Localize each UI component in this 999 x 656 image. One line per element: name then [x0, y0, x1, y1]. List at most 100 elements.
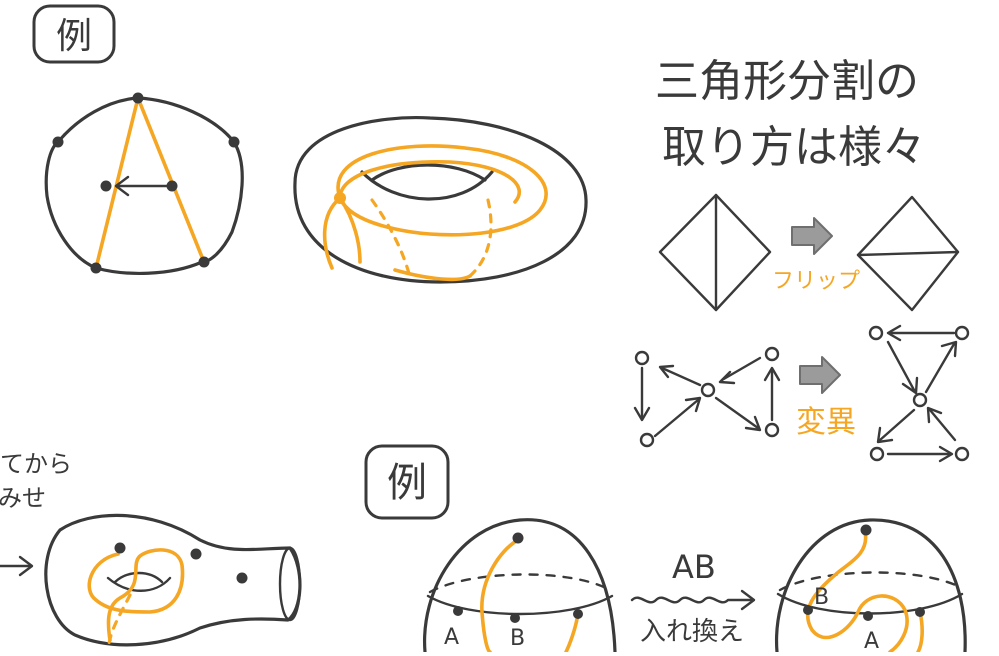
torus-arc-down-mid	[338, 196, 362, 264]
q1-arrowhead-top-left	[658, 364, 675, 379]
arc-right	[136, 96, 206, 264]
q1-node-top-left	[634, 350, 650, 366]
swap-label: 入れ換え	[640, 617, 744, 647]
ab-arrowhead	[740, 589, 756, 611]
pair-arrow-head	[114, 175, 130, 197]
disk-diagram	[44, 92, 244, 275]
sphere-left-curve-b	[564, 612, 580, 654]
q1-arrow-to-top-left	[660, 366, 702, 387]
q2-arrowhead-center-b	[926, 406, 943, 424]
q1-node-center	[700, 382, 716, 398]
q2-arrow-left-to-center	[886, 340, 916, 392]
sphere-left-pole	[512, 532, 524, 544]
left-arrow-head	[18, 555, 34, 577]
q2-arrow-center-to-bottom-left	[878, 408, 916, 442]
q1-arrow-to-bottom-right	[714, 396, 760, 430]
sphere-left-label-a: A	[444, 625, 459, 650]
q2-node-bottom-left	[869, 446, 885, 462]
sphere-left-curve-a	[480, 538, 520, 654]
puncture-left	[100, 180, 112, 192]
torus-hole-top	[370, 163, 487, 182]
ab-wavy-arrow	[630, 596, 754, 604]
mutation-label: 変異	[796, 405, 856, 440]
q1-arrow-from-bottom-left	[653, 398, 700, 438]
q1-arrowhead-right	[763, 366, 781, 382]
ab-label: AB	[672, 548, 716, 586]
left-cut-text-line1: てから	[0, 450, 72, 478]
q2-arrowhead-top	[886, 324, 902, 342]
left-cut-text-line2: みせ	[0, 484, 46, 512]
q2-node-top-left	[868, 325, 884, 341]
example-box-bottom	[364, 444, 450, 520]
sphere-right-pole	[860, 524, 872, 536]
boundary-point-right	[228, 136, 240, 148]
example-label-bottom: 例	[364, 444, 450, 520]
q2-node-top-right	[954, 325, 970, 341]
torus-arc-down-left	[322, 196, 342, 270]
q2-arrow-center-to-right	[924, 342, 956, 394]
example-text-top: 例	[56, 16, 92, 57]
heading-line1: 三角形分割の	[655, 56, 919, 107]
torus-arc-hidden	[370, 198, 412, 280]
torus-diagram	[293, 116, 588, 284]
q2-node-bottom-right	[954, 446, 970, 462]
surface-puncture-1	[114, 542, 126, 554]
surface-curve-hidden	[106, 593, 132, 652]
surface-hole-bottom	[106, 576, 172, 592]
sphere-left-equator-back	[428, 573, 612, 594]
surface-puncture-3	[236, 572, 248, 584]
sphere-right-curve-b	[916, 610, 924, 654]
sphere-right-label-a: A	[864, 629, 879, 652]
sphere-right-marked-b	[863, 611, 873, 621]
surface-outline	[44, 513, 302, 647]
q2-arrowhead-bottom-left	[876, 426, 894, 444]
mutation-diagram: 変異	[633, 324, 970, 463]
torus-base-point	[334, 192, 346, 204]
sphere-left-outline	[422, 518, 617, 654]
boundary-point-left	[52, 136, 64, 148]
sphere-left-equator-front	[426, 594, 614, 616]
q2-arrowhead-center-a	[901, 376, 919, 395]
sphere-right-equator-back	[778, 571, 964, 592]
sphere-right-marked-a	[803, 605, 813, 615]
torus-arc-hidden-right	[468, 198, 493, 278]
q1-node-top-right	[764, 346, 780, 362]
heading-line2: 取り方は様々	[662, 122, 926, 173]
q1-arrowhead-left	[633, 406, 651, 422]
diagonal-after	[856, 250, 960, 257]
q2-arrowhead-bottom	[938, 445, 954, 463]
example-box-top	[32, 4, 116, 64]
sphere-left-marked-c	[573, 609, 583, 619]
sphere-left-marked-a	[453, 606, 463, 616]
genus-surface-diagram: てから みせ	[0, 450, 302, 652]
sphere-left-marked-b	[510, 613, 520, 623]
surface-curve	[87, 548, 185, 642]
surface-puncture-2	[190, 548, 202, 560]
sphere-before: A B	[422, 518, 617, 654]
q1-arrow-from-top-right	[720, 356, 762, 382]
flip-arrow-icon	[791, 217, 833, 255]
torus-loop-outer	[336, 144, 548, 237]
torus-arc-bottom	[393, 268, 472, 282]
surface-hole-top	[113, 571, 164, 584]
q2-arrowhead-top-right	[940, 340, 958, 358]
flip-diagram: フリップ	[658, 193, 960, 312]
arc-left	[94, 96, 140, 270]
flip-label: フリップ	[772, 269, 860, 294]
ab-swap: AB 入れ換え	[630, 548, 756, 647]
q1-node-bottom-left	[639, 432, 655, 448]
q1-arrowhead-mid	[718, 370, 736, 385]
mutation-arrow-icon	[799, 356, 841, 394]
sphere-after: B A	[774, 518, 967, 654]
boundary-point-bottom-right	[198, 256, 210, 268]
q1-node-bottom-right	[764, 422, 780, 438]
q2-node-center	[912, 392, 928, 408]
sphere-right-outline	[774, 518, 967, 654]
sphere-right-marked-c	[915, 607, 925, 617]
torus-hole-bottom	[360, 170, 494, 201]
q1-arrowhead-bottom-right	[744, 415, 762, 432]
boundary-point-top	[132, 92, 144, 104]
example-label-top: 例	[32, 4, 116, 64]
